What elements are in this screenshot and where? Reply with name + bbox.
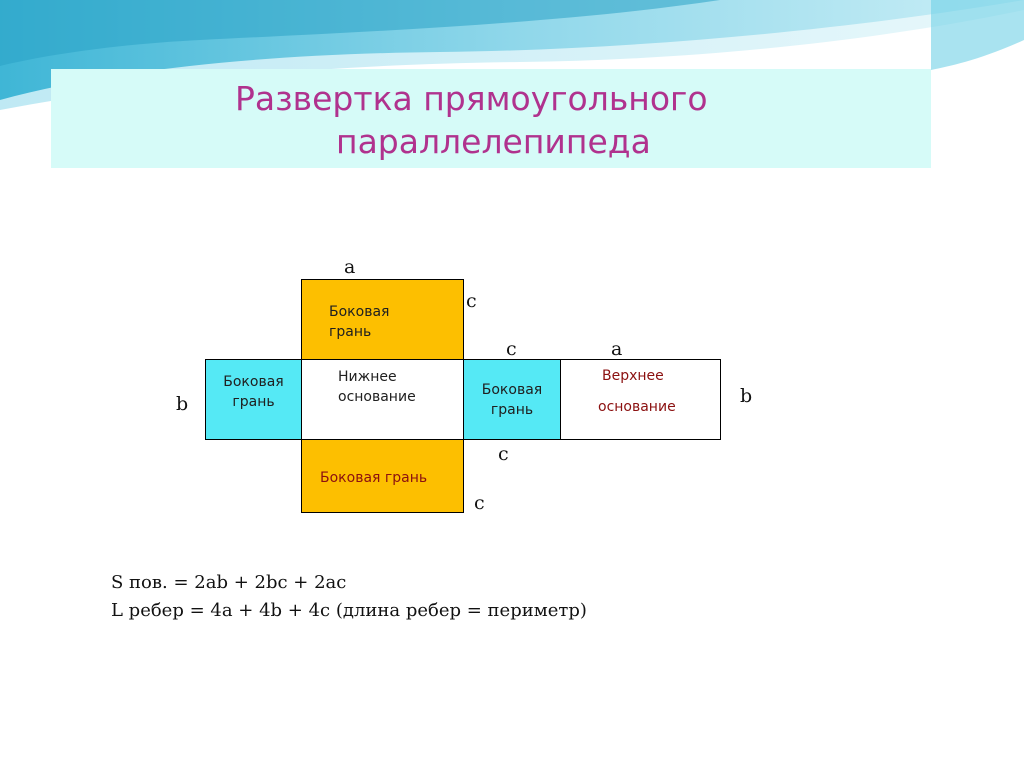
face-bottom-side: Боковая грань — [301, 439, 464, 513]
dimension-c-top-right: c — [466, 290, 477, 312]
dimension-c-mid: c — [506, 338, 517, 360]
dimension-b-right: b — [740, 385, 753, 407]
title-box: Развертка прямоугольного параллелепипеда — [51, 69, 931, 168]
face-top-base-label-line1: Верхнее — [602, 368, 664, 384]
face-bottom-base-label: Нижнее основание — [338, 369, 416, 405]
face-bottom-base: Нижнее основание — [301, 359, 464, 440]
dimension-a-top: a — [344, 256, 356, 278]
face-top-side-label: Боковая грань — [329, 304, 390, 340]
face-top-base: Верхнее основание — [560, 359, 721, 440]
page-title-line2: параллелепипеда — [336, 122, 651, 161]
face-right-side: Боковая грань — [463, 359, 561, 440]
formula-edge-length: L ребер = 4a + 4b + 4c (длина ребер = пе… — [111, 600, 587, 621]
dimension-b-left: b — [176, 393, 189, 415]
face-top-side: Боковая грань — [301, 279, 464, 360]
face-top-base-label-line2: основание — [598, 399, 676, 415]
face-left-side: Боковая грань — [205, 359, 302, 440]
dimension-c-bottom: c — [474, 492, 485, 514]
face-bottom-side-label: Боковая грань — [320, 470, 428, 486]
header-wave-decoration — [0, 0, 1024, 120]
dimension-c-below: c — [498, 443, 509, 465]
dimension-a-mid: a — [611, 338, 623, 360]
face-right-side-label: Боковая грань — [481, 382, 543, 418]
page-title-line1: Развертка прямоугольного — [235, 79, 708, 118]
face-left-side-label: Боковая грань — [223, 374, 284, 410]
formula-surface-area: S пов. = 2ab + 2bc + 2ac — [111, 572, 347, 593]
